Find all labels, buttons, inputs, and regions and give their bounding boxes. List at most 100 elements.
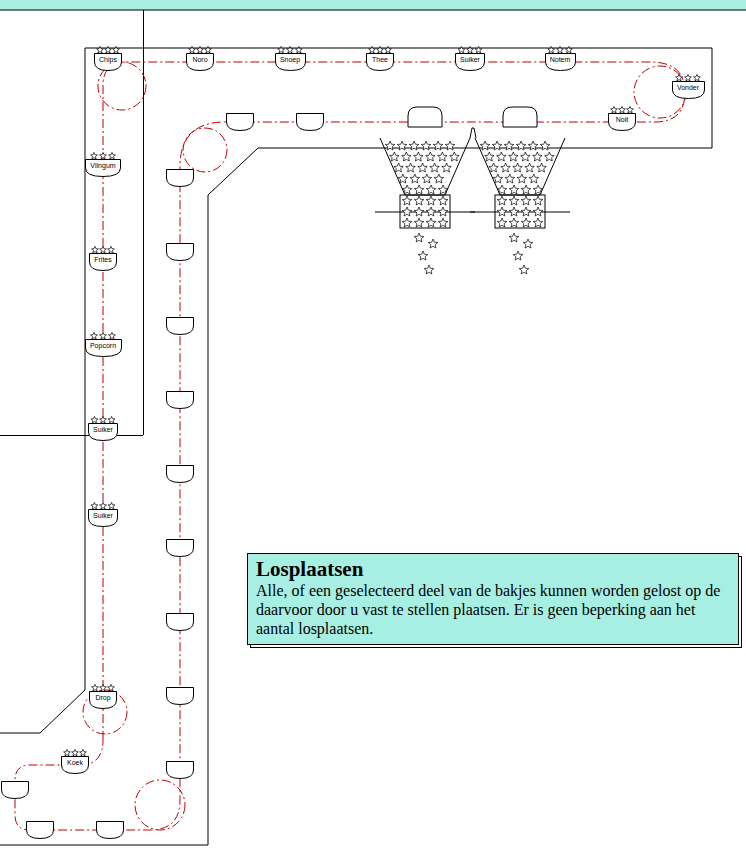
empty-bucket bbox=[167, 466, 194, 483]
product-star bbox=[398, 174, 408, 183]
product-star bbox=[113, 46, 120, 53]
bucket-outline bbox=[89, 510, 118, 527]
product-star bbox=[72, 749, 79, 756]
product-star bbox=[501, 163, 511, 172]
product-label: Noit bbox=[608, 113, 636, 124]
top-band bbox=[0, 0, 746, 10]
product-star bbox=[611, 106, 618, 113]
decoration bbox=[2, 46, 701, 838]
bucket-outline bbox=[609, 114, 636, 131]
product-star bbox=[438, 196, 448, 205]
product-label: Drop bbox=[89, 691, 117, 702]
info-box: LosplaatsenAlle, of een geselecteerd dee… bbox=[247, 553, 739, 645]
product-star bbox=[533, 185, 543, 194]
product-star bbox=[548, 46, 555, 53]
bucket-outline bbox=[456, 54, 485, 71]
product-star bbox=[410, 174, 420, 183]
empty-bucket bbox=[297, 114, 324, 131]
product-star bbox=[533, 207, 543, 216]
empty-bucket bbox=[167, 540, 194, 557]
product-star bbox=[450, 152, 460, 161]
product-star bbox=[485, 152, 495, 161]
product-star bbox=[64, 749, 71, 756]
bucket-outline bbox=[367, 54, 394, 71]
product-star bbox=[100, 246, 107, 253]
product-bucket: Suiker bbox=[88, 423, 118, 441]
bucket-outline bbox=[85, 340, 121, 357]
product-star bbox=[433, 141, 443, 150]
product-bucket: Notem bbox=[545, 53, 576, 71]
product-star bbox=[694, 74, 701, 81]
product-star bbox=[402, 196, 412, 205]
product-star bbox=[497, 185, 507, 194]
product-star bbox=[565, 46, 572, 53]
filling-bucket bbox=[408, 107, 442, 127]
product-star bbox=[493, 174, 503, 183]
product-star bbox=[109, 332, 116, 339]
product-star bbox=[385, 141, 395, 150]
product-star bbox=[91, 152, 98, 159]
product-star bbox=[426, 218, 436, 227]
product-star bbox=[521, 196, 531, 205]
product-star bbox=[685, 74, 692, 81]
bucket-outline bbox=[227, 114, 254, 131]
product-star bbox=[537, 163, 547, 172]
bucket-outline bbox=[672, 82, 704, 99]
bucket-outline bbox=[545, 54, 575, 71]
product-star bbox=[467, 46, 474, 53]
chain-path bbox=[15, 62, 685, 830]
empty-bucket bbox=[167, 614, 194, 631]
product-star bbox=[430, 163, 440, 172]
empty-bucket bbox=[167, 762, 194, 779]
empty-bucket bbox=[27, 822, 54, 839]
bucket-outline bbox=[275, 54, 305, 71]
bucket-outline bbox=[89, 424, 118, 441]
product-bucket: Koek bbox=[61, 756, 89, 774]
product-label: Chips bbox=[94, 53, 122, 64]
bucket-outline bbox=[167, 244, 194, 261]
product-star bbox=[91, 332, 98, 339]
product-star bbox=[92, 246, 99, 253]
product-label: Notem bbox=[545, 53, 576, 64]
chain-wheel bbox=[83, 690, 127, 734]
product-bucket: Popcorn bbox=[85, 339, 122, 357]
product-star bbox=[414, 233, 424, 242]
product-star bbox=[197, 46, 204, 53]
product-star bbox=[521, 218, 531, 227]
product-star bbox=[385, 46, 392, 53]
product-star bbox=[489, 163, 499, 172]
empty-bucket bbox=[167, 170, 194, 187]
product-star bbox=[497, 152, 507, 161]
product-bucket: Chips bbox=[94, 53, 122, 71]
product-star bbox=[418, 251, 428, 260]
product-label: Koek bbox=[61, 756, 89, 767]
empty-bucket bbox=[227, 114, 254, 131]
bucket-outline bbox=[167, 540, 194, 557]
chain bbox=[15, 62, 686, 830]
product-star bbox=[428, 239, 438, 248]
product-bucket: Snoep bbox=[275, 53, 306, 71]
product-bucket: Noro bbox=[186, 53, 214, 71]
product-star bbox=[557, 46, 564, 53]
product-star bbox=[422, 174, 432, 183]
product-star bbox=[92, 684, 99, 691]
chain-wheel bbox=[183, 128, 227, 172]
product-star bbox=[434, 174, 444, 183]
product-bucket: Vlingum bbox=[85, 159, 121, 177]
product-bucket: Vonder bbox=[672, 81, 705, 99]
bucket-outline bbox=[167, 392, 194, 409]
product-star bbox=[529, 174, 539, 183]
product-star bbox=[509, 152, 518, 161]
product-star bbox=[397, 141, 407, 150]
product-star bbox=[438, 207, 448, 216]
product-star bbox=[533, 196, 543, 205]
product-star bbox=[100, 416, 107, 423]
box-heading: Losplaatsen bbox=[256, 557, 730, 581]
product-star bbox=[109, 152, 116, 159]
empty-bucket bbox=[2, 782, 29, 799]
product-star bbox=[505, 174, 514, 183]
product-star bbox=[402, 152, 412, 161]
hopper-bar bbox=[470, 212, 570, 213]
product-star bbox=[504, 141, 514, 150]
